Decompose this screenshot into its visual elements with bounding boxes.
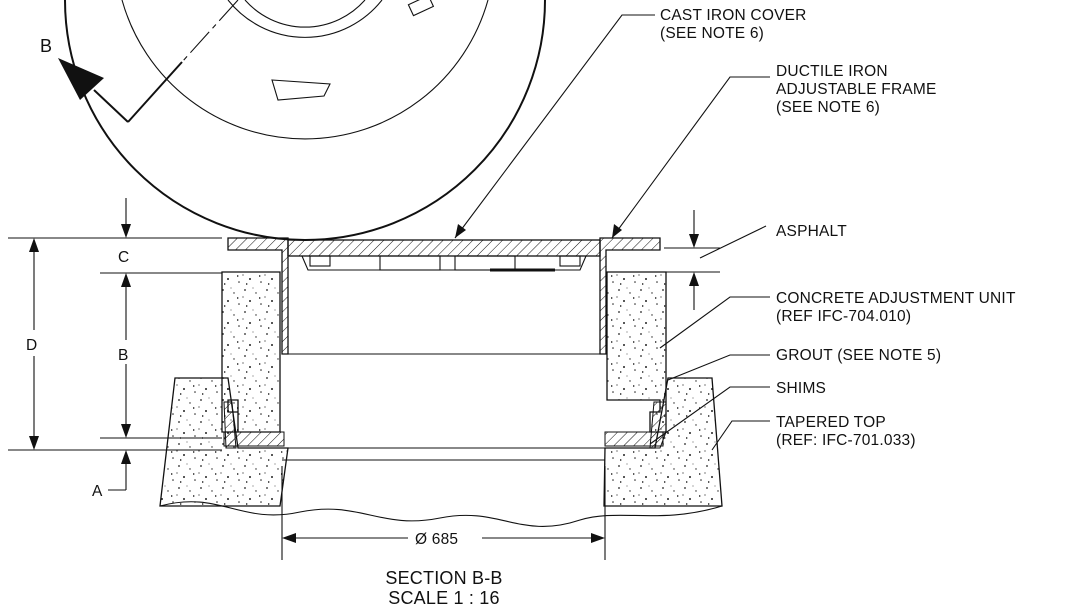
leader-asphalt [699, 225, 767, 259]
leader-ductile-frame [611, 76, 770, 239]
leader-cast-iron-cover [454, 14, 655, 239]
label-ductile-frame-1: DUCTILE IRON [776, 63, 888, 80]
section-marker-label: B [40, 36, 52, 56]
plan-cover-edge [227, 0, 383, 38]
dimension-diameter: Ø 685 [281, 466, 606, 560]
leader-grout [667, 354, 770, 381]
leader-lines [454, 14, 770, 451]
section-arrow-head [58, 58, 104, 100]
cover-rib-4 [454, 255, 516, 271]
section-cut-line [181, 0, 239, 63]
label-cast-iron-cover-2: (SEE NOTE 6) [660, 25, 764, 42]
dim-b-label: B [118, 347, 129, 364]
dim-c-label: C [118, 249, 129, 266]
cover-plate [287, 239, 601, 257]
callouts: CAST IRON COVER (SEE NOTE 6) DUCTILE IRO… [660, 7, 1016, 449]
section-arrow-shaft [93, 89, 129, 123]
section-title-block: SECTION B-B SCALE 1 : 16 [385, 568, 502, 608]
cover-rib-2 [559, 255, 581, 267]
frame-flange-left [227, 237, 289, 355]
dimension-a: A [92, 450, 131, 500]
diameter-label: Ø 685 [415, 531, 458, 548]
grout-left [223, 401, 237, 449]
label-tapered-top-2: (REF: IFC-701.033) [776, 432, 916, 449]
frame-and-cover [227, 237, 661, 355]
cover-rib-3 [379, 255, 441, 271]
section-cut-line-end [127, 61, 183, 123]
break-line [159, 501, 723, 527]
dimension-c: C [100, 198, 222, 274]
label-ductile-frame-3: (SEE NOTE 6) [776, 99, 880, 116]
dimension-asphalt [664, 210, 720, 310]
label-grout: GROUT (SEE NOTE 5) [776, 347, 941, 364]
leader-concrete-unit [659, 296, 770, 349]
shim-left [223, 431, 285, 447]
dim-d-label: D [26, 337, 37, 354]
section-title: SECTION B-B [385, 568, 502, 588]
cover-rib-1 [309, 255, 331, 267]
plan-outer-rim [64, 0, 546, 241]
plan-lifting-slot [407, 0, 435, 17]
leader-tapered-top [711, 420, 770, 451]
shims-grout [223, 401, 667, 449]
dimension-b: B [100, 273, 222, 439]
dimension-d: D [8, 237, 222, 451]
plan-view: B [40, 0, 546, 241]
plan-cover-inner [244, 0, 366, 28]
concrete-adjustment-unit [221, 271, 667, 433]
label-concrete-unit-1: CONCRETE ADJUSTMENT UNIT [776, 290, 1016, 307]
leader-shims [649, 386, 770, 445]
label-shims: SHIMS [776, 380, 826, 397]
label-asphalt: ASPHALT [776, 223, 847, 240]
plan-frame-lug [271, 79, 331, 101]
label-ductile-frame-2: ADJUSTABLE FRAME [776, 81, 937, 98]
plan-inner-rim [121, 0, 489, 140]
dim-a-label: A [92, 483, 103, 500]
section-scale: SCALE 1 : 16 [388, 588, 499, 608]
cover-underside [301, 255, 587, 271]
label-cast-iron-cover-1: CAST IRON COVER [660, 7, 807, 24]
grout-right [649, 401, 667, 449]
label-concrete-unit-2: (REF IFC-704.010) [776, 308, 911, 325]
label-tapered-top-1: TAPERED TOP [776, 414, 886, 431]
